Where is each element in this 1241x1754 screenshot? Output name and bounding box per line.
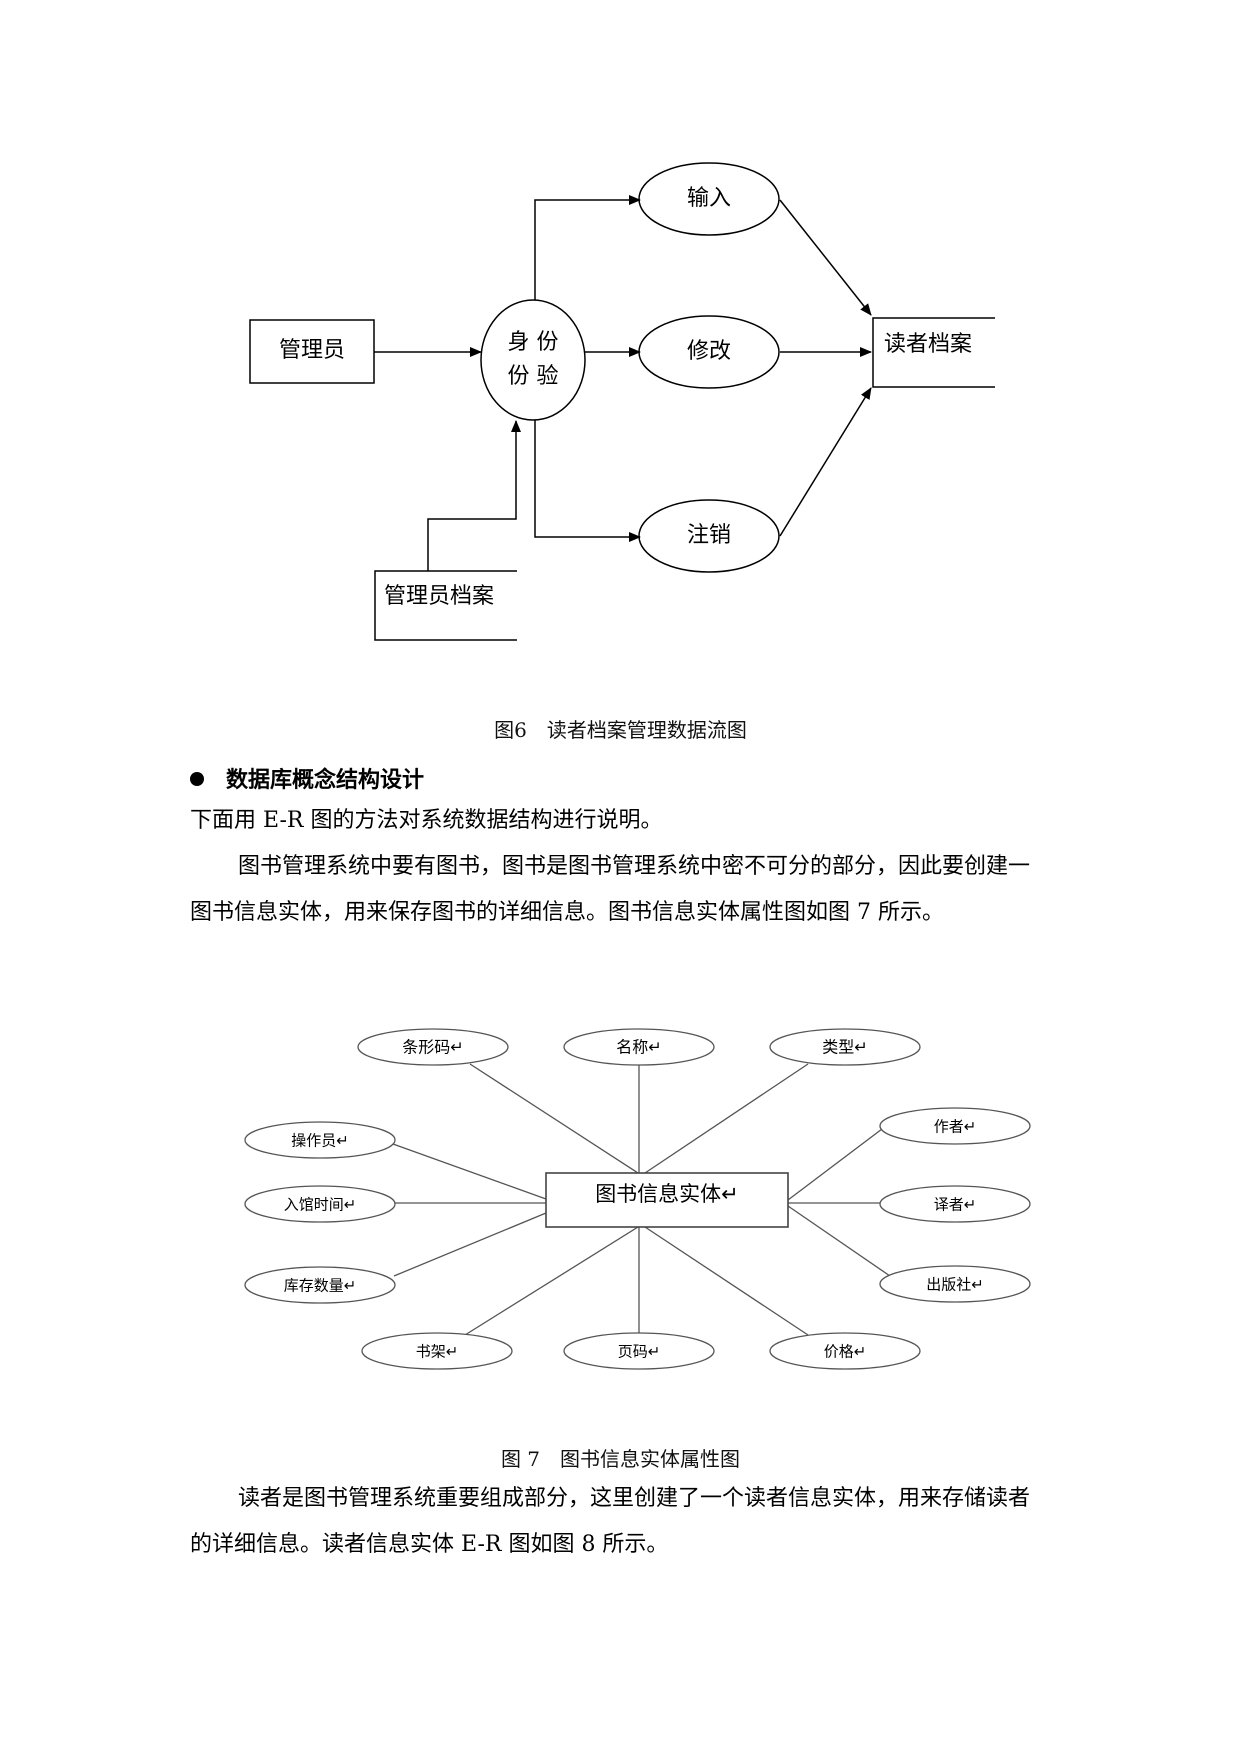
attr-barcode-ellipse (357, 1028, 509, 1066)
cancel-process (638, 499, 780, 573)
verify-label-line2: 份 验 (508, 364, 559, 389)
attr-pages-label: 页码↵ (618, 1343, 661, 1361)
attr-operator-label: 操作员↵ (291, 1132, 349, 1150)
edge-type (644, 1063, 809, 1174)
paragraph-intro: 下面用 E-R 图的方法对系统数据结构进行说明。 (190, 808, 663, 833)
attr-author-ellipse (879, 1107, 1031, 1145)
edge-barcode (469, 1063, 639, 1174)
attr-price-label: 价格↵ (824, 1343, 867, 1361)
admin-label: 管理员 (279, 338, 345, 363)
flow-verify-to-input (534, 195, 641, 300)
cancel-label: 注销 (687, 523, 731, 548)
modify-process (638, 315, 780, 389)
reader-file-label: 读者档案 (884, 332, 972, 357)
attr-operator-ellipse (244, 1121, 396, 1159)
figure7-er-diagram (244, 1028, 1031, 1370)
attr-stock-ellipse (244, 1266, 396, 1304)
modify-label: 修改 (687, 339, 731, 364)
edge-stock (393, 1212, 547, 1277)
attr-price-ellipse (769, 1332, 921, 1370)
paragraph-book-entity: 图书管理系统中要有图书，图书是图书管理系统中密不可分的部分，因此要创建一图书信息… (190, 854, 1031, 925)
attr-author-label: 作者↵ (934, 1118, 977, 1136)
attr-entry-time-label: 入馆时间↵ (284, 1196, 357, 1214)
attr-publisher-ellipse (879, 1265, 1031, 1303)
admin-file-store (374, 570, 517, 641)
attr-entry-time-ellipse (244, 1185, 396, 1223)
input-process (638, 162, 780, 236)
bullet-icon (190, 772, 204, 786)
reader-file-store (872, 317, 995, 388)
attr-shelf-label: 书架↵ (416, 1343, 459, 1361)
figure6-caption: 图6 读者档案管理数据流图 (494, 718, 747, 742)
attr-translator-ellipse (879, 1185, 1031, 1223)
edge-shelf (464, 1226, 639, 1336)
edge-price (644, 1226, 809, 1336)
attr-stock-label: 库存数量↵ (284, 1277, 357, 1295)
edge-publisher (787, 1205, 891, 1277)
attr-type-ellipse (769, 1028, 921, 1066)
admin-file-label: 管理员档案 (384, 584, 494, 609)
entity-label: 图书信息实体↵ (595, 1182, 739, 1206)
flow-verify-to-cancel (534, 420, 641, 542)
attr-pages-ellipse (563, 1332, 715, 1370)
attr-shelf-ellipse (361, 1332, 513, 1370)
paragraph-reader-entity: 读者是图书管理系统重要组成部分，这里创建了一个读者信息实体，用来存储读者的详细信… (190, 1486, 1031, 1557)
section-heading: 数据库概念结构设计 (190, 762, 424, 794)
attr-translator-label: 译者↵ (934, 1196, 977, 1214)
input-label: 输入 (687, 186, 731, 211)
edge-operator (392, 1143, 547, 1200)
section-heading-text: 数据库概念结构设计 (226, 768, 425, 793)
flow-admin-file-to-verify (427, 420, 521, 571)
verify-process (480, 299, 586, 421)
flow-cancel-to-reader-file (779, 387, 872, 537)
flow-input-to-reader-file (779, 199, 872, 316)
figure7-caption: 图 7 图书信息实体属性图 (500, 1447, 741, 1471)
attr-type-label: 类型↵ (822, 1038, 867, 1057)
attr-barcode-label: 条形码↵ (402, 1038, 463, 1057)
verify-label-line1: 身 份 (508, 330, 559, 355)
entity-box (545, 1172, 789, 1228)
edge-author (787, 1128, 883, 1201)
attr-name-label: 名称↵ (616, 1038, 661, 1057)
attr-publisher-label: 出版社↵ (926, 1276, 984, 1294)
attr-name-ellipse (563, 1028, 715, 1066)
